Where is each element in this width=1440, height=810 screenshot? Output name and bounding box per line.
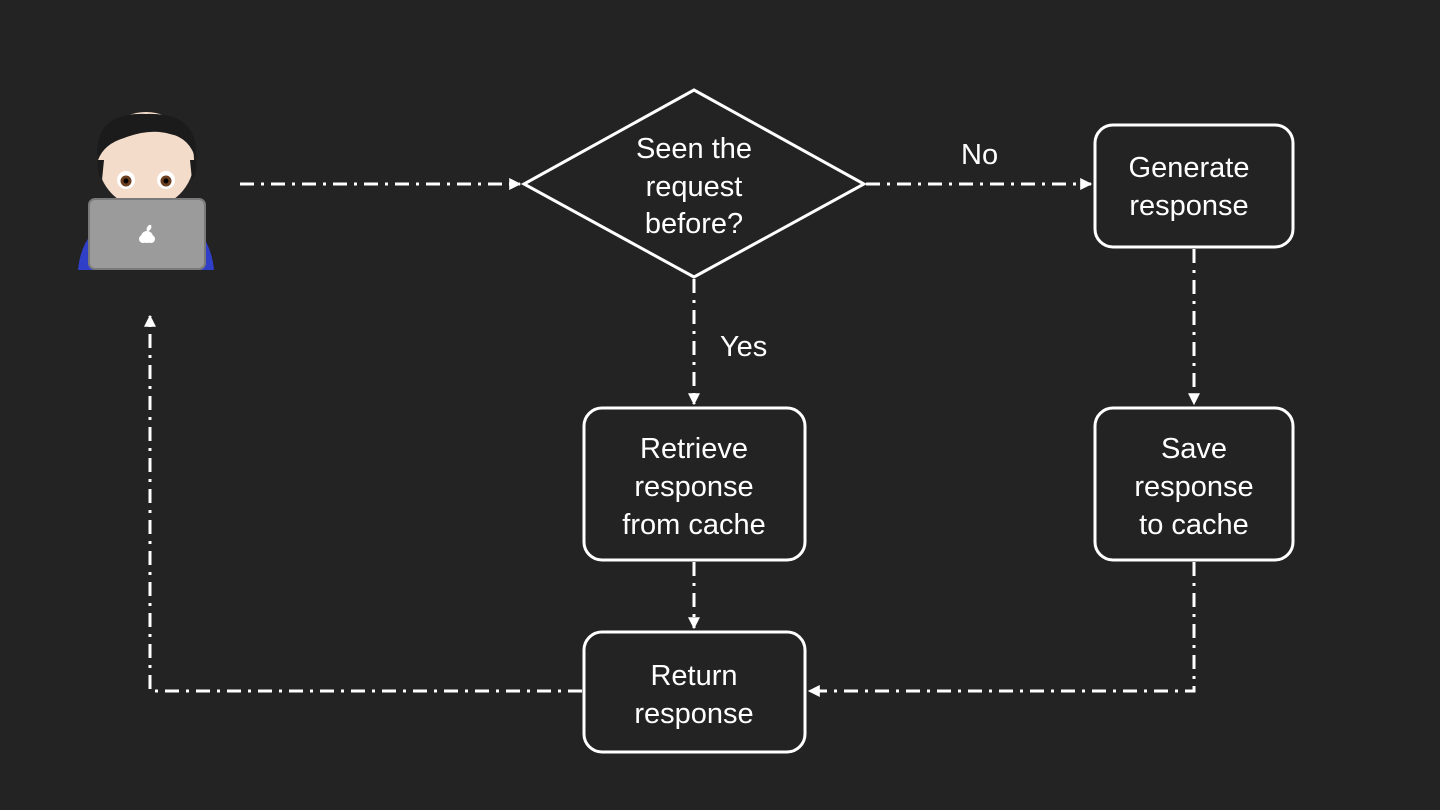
decision-node: Seen the request before? [520,88,868,279]
save-line-3: to cache [1139,509,1249,541]
save-response-node: Save response to cache [1093,406,1295,562]
retrieve-response-node: Retrieve response from cache [582,406,807,562]
decision-line-3: before? [645,208,743,240]
apple-logo-icon [139,224,155,243]
return-line-2: response [634,698,753,730]
generate-line-2: response [1129,190,1248,222]
return-response-node: Return response [582,630,807,754]
edge-label-yes: Yes [720,331,767,363]
retrieve-line-3: from cache [622,509,765,541]
generate-response-node: Generate response [1093,123,1295,249]
person-with-laptop-icon [78,112,214,270]
edge-save-to-return [807,562,1196,697]
decision-line-1: Seen the [636,133,752,165]
save-line-2: response [1134,471,1253,503]
edge-label-no: No [961,139,998,171]
save-line-1: Save [1161,433,1227,465]
retrieve-line-1: Retrieve [640,433,748,465]
retrieve-line-2: response [634,471,753,503]
return-line-1: Return [650,660,737,692]
decision-line-2: request [646,171,743,203]
edge-return-to-actor [144,314,582,693]
generate-line-1: Generate [1129,152,1250,184]
